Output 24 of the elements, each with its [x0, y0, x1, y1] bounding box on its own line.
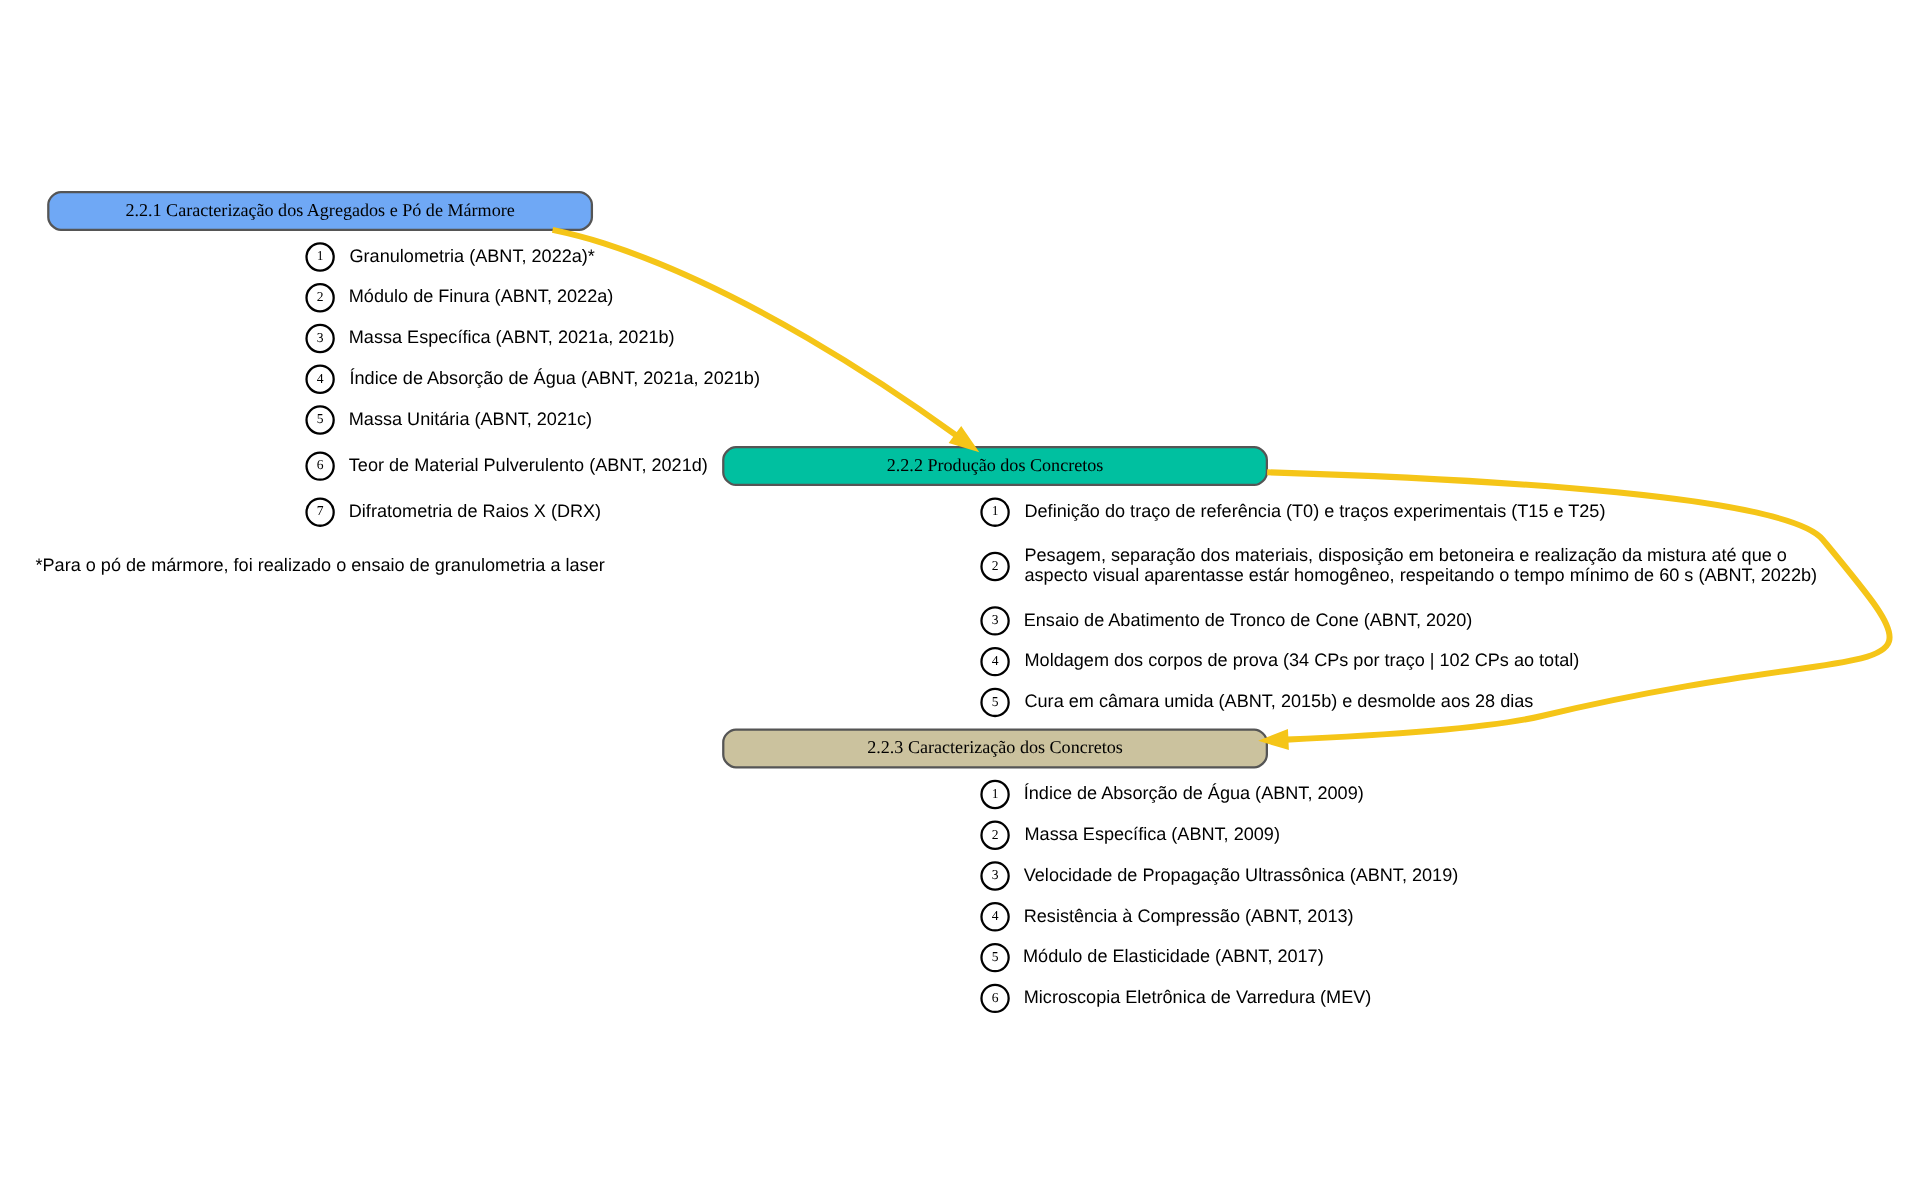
- node-label: Massa Unitária (ABNT, 2021c): [348, 407, 593, 428]
- node-box: 2.2.3 Caracterização dos Concretos: [722, 727, 1268, 768]
- node-label: Módulo de Elasticidade (ABNT, 2017): [1023, 945, 1324, 966]
- node-label: Massa Específica (ABNT, 2009): [1024, 822, 1280, 843]
- node-label: Resistência à Compressão (ABNT, 2013): [1023, 904, 1354, 925]
- node-label: Índice de Absorção de Água (ABNT, 2009): [1023, 782, 1364, 803]
- node-label: Teor de Material Pulverulento (ABNT, 2021d): [348, 453, 708, 474]
- node-label: Cura em câmara umida (ABNT, 2015b) e desmolde aos 28 dias: [1024, 690, 1534, 711]
- node-label: Pesagem, separação dos materiais, disposição em betoneira e realização da mistura até que o aspecto visual aparentasse estár homogêneo, respeitando o tempo mínimo de 60 s (ABNT, 2022b): [1024, 544, 1818, 585]
- node-label: Definição do traço de referência (T0) e traços experimentais (T15 e T25): [1024, 499, 1606, 520]
- node-label: Moldagem dos corpos de prova (34 CPs por traço | 102 CPs ao total): [1024, 649, 1580, 670]
- node-label: Massa Específica (ABNT, 2021a, 2021b): [348, 326, 675, 347]
- node-label: Microscopia Eletrônica de Varredura (MEV): [1023, 986, 1372, 1007]
- node-label: Difratometria de Raios X (DRX): [348, 499, 602, 520]
- node-label: Ensaio de Abatimento de Tronco de Cone (ABNT, 2020): [1023, 608, 1473, 629]
- node-label: Módulo de Finura (ABNT, 2022a): [348, 285, 614, 306]
- label: *Para o pó de mármore, foi realizado o ensaio de granulometria a laser: [35, 554, 605, 575]
- node-box: 2.2.2 Produção dos Concretos: [722, 445, 1268, 486]
- arrow: [1258, 468, 1892, 750]
- node-box: 2.2.1 Caracterização dos Agregados e Pó de Mármore: [47, 189, 594, 230]
- node-label: Índice de Absorção de Água (ABNT, 2021a, 2021b): [349, 366, 760, 387]
- arrow: [551, 225, 980, 452]
- node-label: Granulometria (ABNT, 2022a)*: [349, 244, 595, 265]
- node-label: Velocidade de Propagação Ultrassônica (ABNT, 2019): [1023, 863, 1459, 884]
